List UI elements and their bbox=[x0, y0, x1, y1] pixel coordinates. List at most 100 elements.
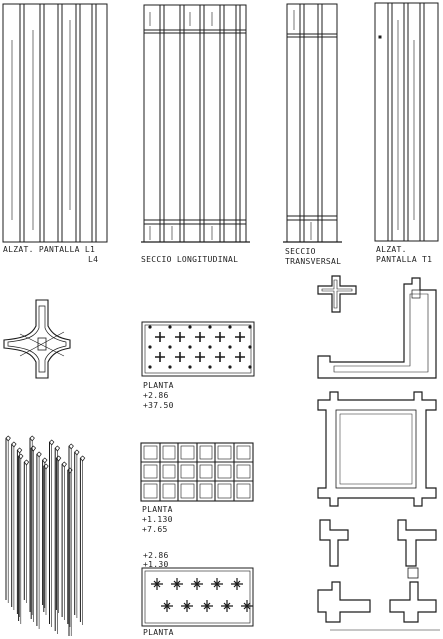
iso-column-cap bbox=[61, 461, 67, 468]
plan-1-dot bbox=[168, 365, 172, 369]
label-planta-3-level-a: +2.86 bbox=[143, 551, 169, 560]
iso-column-cap bbox=[43, 463, 49, 470]
plan-3-cross bbox=[161, 600, 173, 612]
plan-1-dot bbox=[148, 325, 152, 329]
plan-1-dot bbox=[248, 345, 252, 349]
label-pantalla-t1: PANTALLA T1 bbox=[376, 255, 433, 264]
elevation-t1 bbox=[374, 2, 439, 242]
label-planta-1-level-b: +37.50 bbox=[143, 401, 174, 410]
iso-column-cap bbox=[79, 455, 86, 462]
plan-3-cross bbox=[171, 578, 183, 590]
iso-column-cap bbox=[18, 453, 24, 460]
plan-2-inner-squares bbox=[143, 445, 251, 499]
plan-1-cross bbox=[235, 332, 245, 342]
label-planta-3: PLANTA bbox=[143, 628, 174, 637]
plan-2-cell bbox=[180, 445, 195, 460]
plan-2-cell bbox=[143, 464, 158, 479]
plan-2-cell bbox=[143, 445, 158, 460]
iso-column-cap bbox=[68, 443, 74, 450]
plan-3-cross bbox=[211, 578, 223, 590]
detail-box-section bbox=[317, 391, 437, 507]
plan-2-cell bbox=[199, 464, 213, 479]
plan-1-dot bbox=[228, 325, 232, 329]
iso-column-cap bbox=[23, 459, 30, 466]
label-planta-3-level-b: +1.30 bbox=[143, 560, 169, 569]
plan-1-dot bbox=[248, 365, 252, 369]
iso-column-cap bbox=[74, 449, 80, 456]
plan-1-cross bbox=[215, 332, 225, 342]
plan-1-dot bbox=[228, 365, 232, 369]
plan-1-dot bbox=[208, 365, 212, 369]
plan-3-cross bbox=[241, 600, 253, 612]
plan-1-cross bbox=[235, 352, 245, 362]
plan-2-cell bbox=[162, 464, 176, 479]
plan-1-dot bbox=[148, 345, 152, 349]
plan-2-square-grid bbox=[140, 442, 254, 502]
iso-column-cap bbox=[67, 467, 73, 474]
plan-1-dot bbox=[168, 345, 172, 349]
iso-column-cap bbox=[36, 451, 42, 458]
plan-1-dot bbox=[208, 345, 212, 349]
label-seccio: SECCIO bbox=[285, 247, 316, 256]
plan-2-cell bbox=[217, 445, 232, 460]
plan-1-cross bbox=[195, 352, 205, 362]
plan-2-cell bbox=[236, 445, 251, 460]
plan-1-dot bbox=[148, 365, 152, 369]
plan-1-marks bbox=[148, 325, 252, 369]
label-planta-1-level-a: +2.86 bbox=[143, 391, 169, 400]
plan-1-cross-grid bbox=[141, 321, 255, 377]
plan-2-cell bbox=[217, 483, 232, 499]
label-planta-2: PLANTA bbox=[142, 505, 173, 514]
plan-3-cross bbox=[221, 600, 233, 612]
plan-3-ornate-grid bbox=[141, 567, 254, 627]
section-longitudinal bbox=[141, 4, 250, 243]
plan-3-cross bbox=[191, 578, 203, 590]
detail-cross-junction bbox=[317, 275, 357, 313]
plan-2-cell bbox=[199, 445, 213, 460]
plan-1-dot bbox=[188, 325, 192, 329]
label-transversal: TRANSVERSAL bbox=[285, 257, 342, 266]
plan-3-cross bbox=[151, 578, 163, 590]
cross-column-section bbox=[3, 299, 71, 379]
iso-column-cap bbox=[11, 441, 17, 448]
label-alzat-l1: ALZAT. PANTALLA L1 bbox=[3, 245, 96, 254]
plan-3-marks bbox=[151, 578, 253, 612]
isometric-column-bundle bbox=[5, 435, 86, 636]
label-seccio-longitudinal: SECCIO LONGITUDINAL bbox=[141, 255, 239, 264]
plan-1-cross bbox=[175, 332, 185, 342]
iso-column-cap bbox=[30, 445, 37, 452]
plan-3-cross bbox=[181, 600, 193, 612]
plan-3-cross bbox=[201, 600, 213, 612]
plan-1-dot bbox=[208, 325, 212, 329]
iso-column-cap bbox=[55, 455, 62, 462]
iso-column-cap bbox=[16, 447, 23, 454]
plan-1-dot bbox=[188, 345, 192, 349]
plan-2-cell bbox=[162, 445, 176, 460]
iso-column-cap bbox=[29, 435, 35, 442]
plan-1-cross bbox=[175, 352, 185, 362]
plan-2-cell bbox=[162, 483, 176, 499]
plan-2-cell bbox=[143, 483, 158, 499]
plan-2-cell bbox=[236, 483, 251, 499]
plan-1-dot bbox=[168, 325, 172, 329]
iso-column-cap bbox=[49, 439, 55, 446]
plan-2-cell bbox=[217, 464, 232, 479]
label-alzat-t: ALZAT. bbox=[376, 245, 407, 254]
plan-3-cross bbox=[231, 578, 243, 590]
detail-l-corner bbox=[317, 277, 437, 379]
plan-1-cross bbox=[215, 352, 225, 362]
iso-column-cap bbox=[42, 457, 48, 464]
detail-t-pieces bbox=[317, 519, 440, 631]
label-alzat-l4: L4 bbox=[88, 255, 99, 264]
plan-1-cross bbox=[155, 352, 165, 362]
label-planta-2-level-b: +7.65 bbox=[142, 525, 168, 534]
plan-1-cross bbox=[195, 332, 205, 342]
plan-1-dot bbox=[188, 365, 192, 369]
label-planta-2-level-a: +1.130 bbox=[142, 515, 173, 524]
plan-2-cell bbox=[236, 464, 251, 479]
iso-column-cap bbox=[54, 445, 61, 452]
iso-column-cap bbox=[5, 435, 11, 442]
plan-2-cell bbox=[199, 483, 213, 499]
section-transversal bbox=[283, 3, 342, 243]
